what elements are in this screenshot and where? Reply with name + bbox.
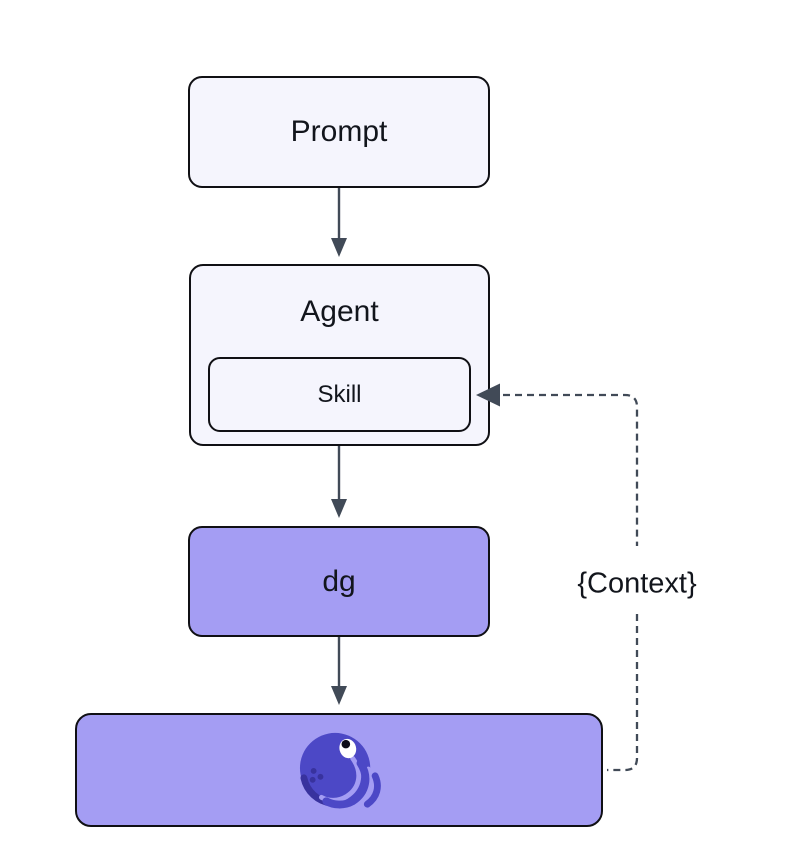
edge-label-context: {Context} [572, 567, 702, 601]
node-skill: Skill [208, 357, 471, 432]
edge-prompt-agent [331, 188, 347, 257]
octopus-icon [299, 732, 381, 809]
edge-agent-dg [331, 446, 347, 518]
edge-dg-octopus [331, 637, 347, 705]
node-octopus [75, 713, 603, 827]
node-skill-label: Skill [317, 380, 362, 408]
arrowhead-down-icon [331, 238, 347, 257]
node-agent-label-area: Agent [300, 266, 378, 358]
node-prompt: Prompt [188, 76, 490, 188]
node-dg-label: dg [322, 564, 356, 598]
arrowhead-down-icon [331, 499, 347, 518]
arrowhead-down-icon [331, 686, 347, 705]
node-agent: Agent Skill [189, 264, 490, 446]
node-dg: dg [188, 526, 490, 637]
node-prompt-label: Prompt [290, 115, 388, 148]
node-agent-label: Agent [300, 295, 379, 328]
